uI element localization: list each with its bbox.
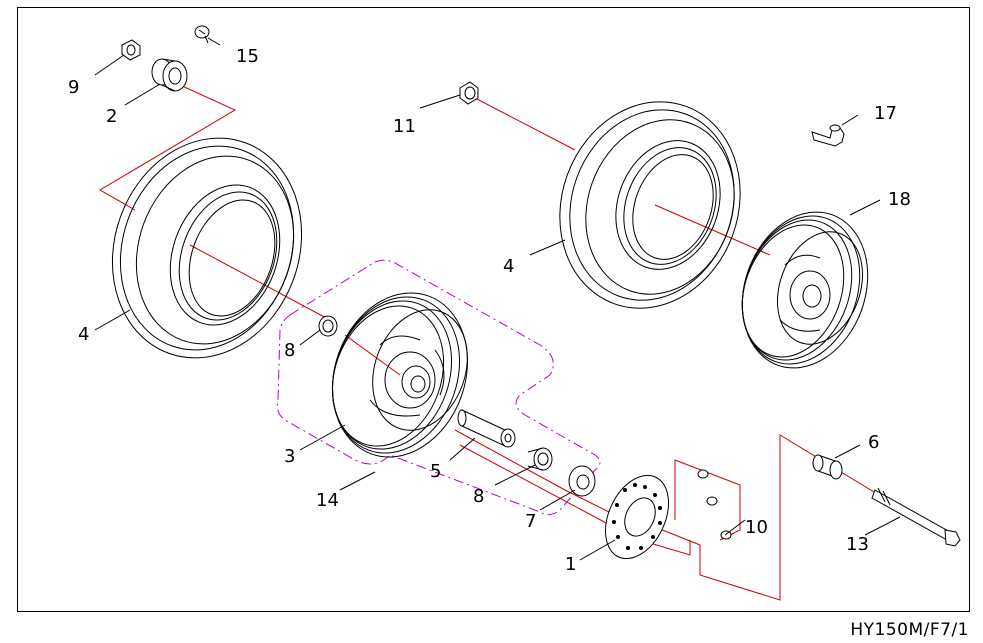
callout-8-lower: 8 (473, 486, 484, 507)
callout-4-left: 4 (78, 324, 89, 345)
callout-10: 10 (745, 517, 768, 538)
callout-3: 3 (284, 446, 295, 467)
callout-5: 5 (430, 461, 441, 482)
rim-front (331, 292, 468, 458)
drawing-frame (17, 7, 970, 612)
callout-4-right: 4 (503, 256, 514, 277)
callout-18: 18 (888, 189, 911, 210)
callout-8-upper: 8 (284, 340, 295, 361)
callout-9: 13 (846, 534, 869, 555)
callout-2: 2 (106, 106, 117, 127)
nut-13 (459, 81, 479, 105)
spacer-5 (457, 409, 516, 448)
callout-7: 7 (525, 511, 536, 532)
washer-7 (568, 465, 596, 497)
callout-14: 14 (316, 490, 339, 511)
document-code: HY150M/F7/1 (850, 620, 969, 640)
callout-15: 17 (874, 103, 897, 124)
bolts-10 (697, 469, 732, 540)
bearing-8-lower (527, 447, 553, 471)
collar-6 (812, 454, 843, 480)
callout-17: 15 (236, 46, 259, 67)
bearing-8-upper (318, 315, 338, 337)
tire-left (111, 137, 303, 359)
screw-17 (194, 25, 210, 44)
assembly-path-lines (99, 84, 946, 601)
leader-lines (94, 37, 901, 561)
axle-9 (871, 487, 961, 547)
valve-15 (811, 124, 845, 147)
callout-11: 9 (68, 77, 79, 98)
callout-13: 11 (393, 116, 416, 137)
nut-11 (121, 39, 141, 61)
callout-1: 1 (565, 554, 576, 575)
callout-6: 6 (868, 432, 879, 453)
wheel-assembly-outline (276, 259, 601, 516)
tire-right (559, 101, 741, 309)
brake-disc-1 (605, 474, 669, 560)
rim-rear (741, 211, 869, 369)
collar-2 (151, 58, 188, 92)
